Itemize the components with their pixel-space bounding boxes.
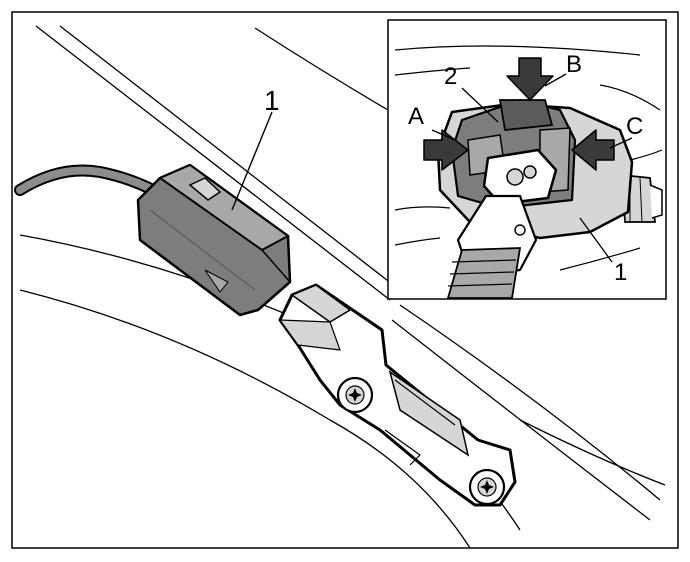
leader-inset-C [609,137,633,149]
leader-inset-2 [461,87,499,123]
arrow-C-push-left [571,129,615,171]
callout-inset-1: 1 [614,259,627,286]
detail-inset: 2 A B C 1 [387,19,667,300]
callout-main-part: 1 [264,85,280,116]
torx-screw-lower [468,468,506,506]
leader-main-part [231,111,273,211]
callout-inset-C: C [626,113,643,140]
arrow-A-push-right [423,129,469,171]
callout-inset-2: 2 [444,63,457,90]
callout-inset-A: A [408,103,424,130]
callout-inset-B: B [566,51,582,78]
sensor-hose [446,194,538,299]
leader-inset-B [544,73,567,87]
leader-inset-1 [579,217,613,263]
arrow-B-push-down [506,57,554,101]
sensor-unit [278,283,517,507]
torx-screw-upper [336,376,374,414]
leader-inset-A [431,129,456,141]
wiring-connector-1 [136,163,292,317]
